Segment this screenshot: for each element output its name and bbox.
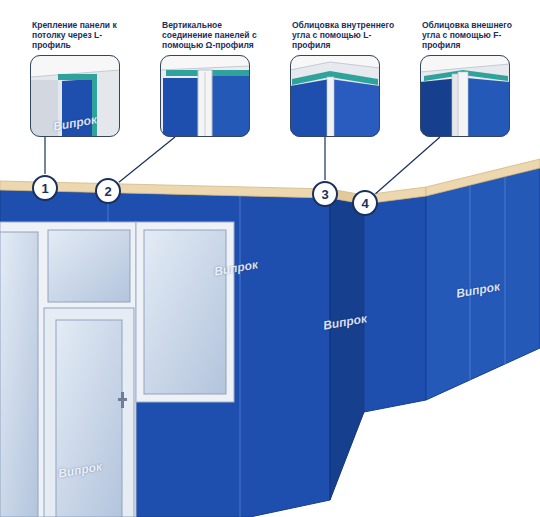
leader-line: [324, 137, 325, 180]
callout-number: 2: [104, 185, 111, 198]
caption-block: Вертикальное соединение панелей с помощь…: [162, 21, 274, 51]
inset-picture: [290, 55, 380, 137]
caption-block: Облицовка внутреннего угла с помощью L-п…: [292, 21, 404, 51]
window-and-door: [0, 222, 234, 517]
detail-inset: Облицовка внешнего угла с помощью F-проф…: [420, 55, 510, 137]
detail-caption: Крепление панели к потолку через L-профи…: [32, 21, 126, 51]
brand-watermark: Випрок: [213, 257, 259, 278]
brand-watermark: Випрок: [57, 459, 103, 480]
inset-picture: [160, 55, 250, 137]
callout-number: 4: [361, 197, 368, 210]
caption-block: Крепление панели к потолку через L-профи…: [32, 21, 126, 51]
callout-number: 1: [41, 182, 48, 195]
callout-circle: 3: [312, 181, 338, 207]
caption-block: Облицовка внешнего угла с помощью F-проф…: [422, 21, 532, 51]
brand-watermark: Випрок: [322, 311, 368, 332]
leader-line: [44, 137, 45, 174]
detail-inset: Вертикальное соединение панелей с помощь…: [160, 55, 250, 137]
leader-line: [119, 137, 175, 182]
detail-caption: Вертикальное соединение панелей с помощь…: [162, 21, 274, 51]
callout-number: 3: [321, 188, 328, 201]
callout-circle: 2: [95, 178, 121, 204]
detail-caption: Облицовка внутреннего угла с помощью L-п…: [292, 21, 404, 51]
callout-circle: 4: [352, 190, 378, 216]
detail-inset: Облицовка внутреннего угла с помощью L-п…: [290, 55, 380, 137]
detail-inset: Крепление панели к потолку через L-профи…: [30, 55, 120, 137]
wall-panels: [0, 168, 540, 517]
callout-circle: 1: [32, 175, 58, 201]
detail-caption: Облицовка внешнего угла с помощью F-проф…: [422, 21, 532, 51]
inset-picture: [420, 55, 510, 137]
inset-picture: [30, 55, 120, 137]
leader-line: [376, 137, 440, 194]
brand-watermark: Випрок: [455, 279, 501, 300]
ceiling-cap: [0, 159, 540, 204]
brand-watermark: Випрок: [52, 112, 98, 133]
